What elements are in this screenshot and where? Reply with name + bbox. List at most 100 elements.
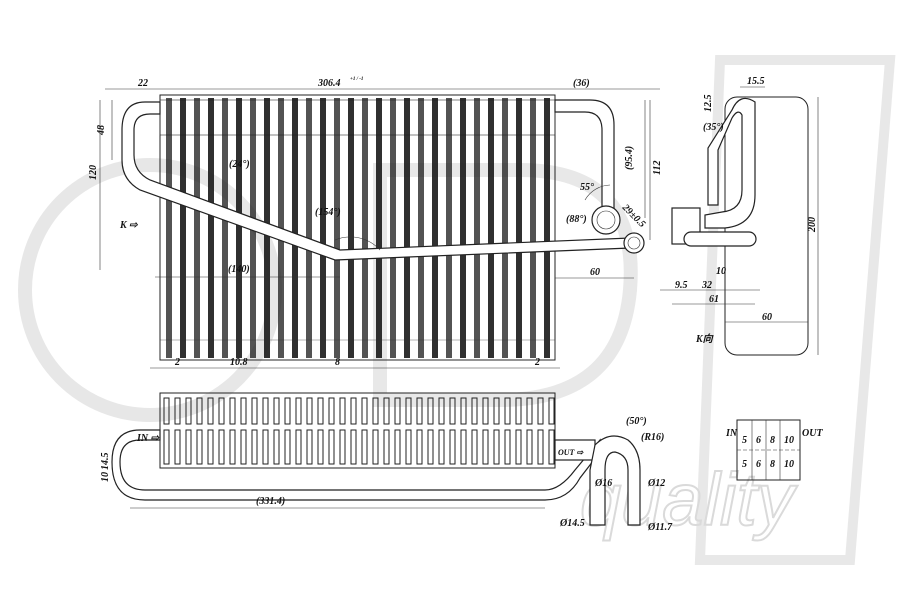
fin-slot [383,397,390,425]
fin-tube [362,98,368,358]
fin-slot [350,429,357,465]
dim-d12: Ø12 [647,478,665,489]
fin-slot [207,397,214,425]
dim-120: 120 [88,165,99,180]
fin-tube [222,98,228,358]
fin-slot [251,429,258,465]
fin-slot [317,429,324,465]
fin-slot [405,397,412,425]
fin-tube [460,98,466,358]
fin-tube [516,98,522,358]
dim-306-4: 306.4 [317,78,341,89]
fin-tube [418,98,424,358]
fin-slot [207,429,214,465]
fin-tube [236,98,242,358]
dim-95-4: (95.4) [624,146,635,170]
fin-slot [515,429,522,465]
fin-slot [471,429,478,465]
fin-slot [427,429,434,465]
fin-slot [229,429,236,465]
fin-slot [174,429,181,465]
fin-slot [317,397,324,425]
fin-slot [482,397,489,425]
fin-slot [339,397,346,425]
fin-slot [515,397,522,425]
fin-slot [273,397,280,425]
fin-slot [493,429,500,465]
fin-tube [180,98,186,358]
fin-slot [306,397,313,425]
fin-tube [334,98,340,358]
front-fins [166,98,550,358]
pass-cell: 10 [784,435,794,446]
fin-slot [339,429,346,465]
fin-slot [526,429,533,465]
fin-slot [262,397,269,425]
fin-slot [262,429,269,465]
fin-tube [306,98,312,358]
dim-36: (36) [573,78,590,89]
dim-2-right: 2 [534,357,540,368]
fin-tube [376,98,382,358]
fin-slot [174,397,181,425]
pass-cell: 6 [756,459,761,470]
fin-slot [449,397,456,425]
fin-slot [482,429,489,465]
fin-slot [196,397,203,425]
bottom-fins [163,397,555,465]
dim-60: 60 [590,267,600,278]
dim-32: 32 [701,280,712,291]
fin-slot [328,429,335,465]
fin-tube [404,98,410,358]
in-arrow: IN ⇨ [136,433,160,444]
dim-d11-7: Ø11.7 [647,522,673,533]
fin-slot [273,429,280,465]
fin-slot [548,397,555,425]
fin-tube [166,98,172,358]
dim-tolerance: +1 / -1 [350,77,363,82]
fin-slot [284,397,291,425]
fin-slot [240,429,247,465]
dim-10-bottom: 10 [100,472,111,482]
fin-slot [240,397,247,425]
dim-12-5: 12.5 [703,95,714,113]
fin-slot [460,397,467,425]
fin-slot [394,397,401,425]
fin-tube [474,98,480,358]
fin-tube [432,98,438,358]
dim-331-4: (331.4) [256,496,285,507]
fin-tube [292,98,298,358]
dim-angle-55: 55° [580,182,594,193]
dim-14-5: 14.5 [100,453,111,471]
fin-slot [185,429,192,465]
fin-tube [348,98,354,358]
dim-10-8: 10.8 [230,357,248,368]
fin-slot [163,429,170,465]
fin-slot [251,397,258,425]
dim-22: 22 [137,78,148,89]
fin-tube [544,98,550,358]
fin-slot [218,397,225,425]
fin-slot [218,429,225,465]
dim-angle-154: (154°) [315,207,341,218]
pass-cell: 6 [756,435,761,446]
dim-2-left: 2 [174,357,180,368]
fin-tube [488,98,494,358]
out-arrow: OUT ⇨ [558,448,584,457]
fin-slot [449,429,456,465]
pass-out-label: OUT [802,428,823,439]
pass-table: IN OUT 5 6 8 10 5 6 8 10 [725,419,823,481]
front-view: 22 306.4 +1 / -1 (36) 48 120 (24°) (154°… [88,77,663,369]
dim-61: 61 [709,294,719,305]
fin-slot [416,429,423,465]
pass-in-label: IN [725,428,738,439]
fin-slot [537,397,544,425]
fin-tube [208,98,214,358]
side-view: 15.5 12.5 (35°) 200 10 9.5 32 61 60 K向 [660,76,819,356]
bottom-view: IN ⇨ OUT ⇨ (50°) (R16) 14.5 10 (331.4) Ø… [100,392,673,533]
fin-slot [383,429,390,465]
watermark-logo: quality [18,55,896,565]
fin-slot [504,397,511,425]
fin-slot [350,397,357,425]
